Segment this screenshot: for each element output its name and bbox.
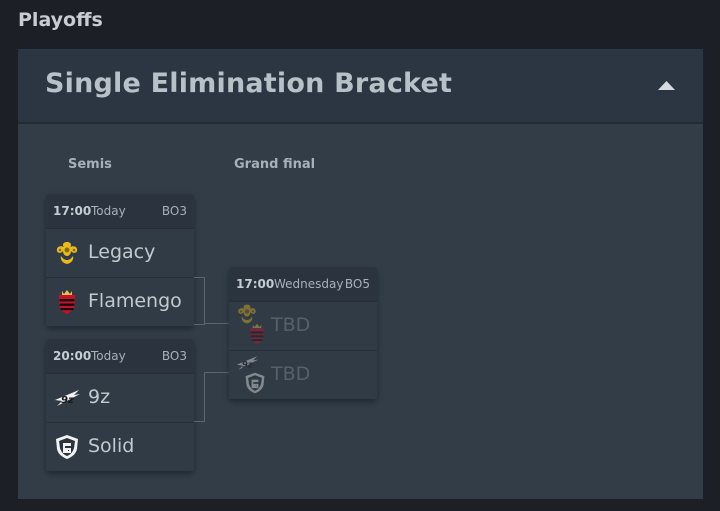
team-name: Flamengo	[88, 290, 182, 312]
bracket-connector	[194, 372, 205, 422]
team-name: Legacy	[88, 241, 156, 263]
match-day: Wednesday	[274, 277, 344, 291]
bracket-panel: Single Elimination Bracket Semis Grand f…	[18, 49, 703, 499]
bracket-connector	[204, 323, 229, 324]
match-header: 20:00 Today BO3	[46, 339, 194, 374]
round-label-grand-final: Grand final	[234, 157, 316, 172]
section-title: Playoffs	[18, 9, 103, 31]
bracket-connector	[204, 372, 229, 373]
solid-logo-icon	[53, 433, 81, 461]
caret-up-icon[interactable]	[658, 81, 675, 90]
match-card-semis-2[interactable]: 20:00 Today BO3 9z Solid	[46, 339, 194, 471]
match-time: 17:00	[236, 277, 275, 291]
team-row-tbd-2[interactable]: TBD	[229, 350, 377, 399]
team-row-flamengo[interactable]: Flamengo	[46, 277, 194, 326]
team-row-tbd-1[interactable]: TBD	[229, 302, 377, 350]
team-name: TBD	[271, 363, 311, 385]
team-name: TBD	[271, 314, 311, 336]
9z-logo-icon	[53, 384, 81, 412]
legacy-logo-icon	[53, 239, 81, 267]
match-format: BO3	[161, 204, 187, 218]
match-format: BO5	[344, 277, 370, 291]
team-row-solid[interactable]: Solid	[46, 422, 194, 471]
match-day: Today	[91, 349, 126, 363]
match-time: 17:00	[53, 204, 92, 218]
match-header: 17:00 Wednesday BO5	[229, 267, 377, 302]
9z-solid-logos-icon	[236, 356, 265, 394]
team-row-legacy[interactable]: Legacy	[46, 229, 194, 277]
match-format: BO3	[161, 349, 187, 363]
team-name: 9z	[88, 386, 111, 408]
match-header: 17:00 Today BO3	[46, 194, 194, 229]
flamengo-logo-icon	[53, 288, 81, 316]
bracket-connector	[194, 277, 205, 325]
round-label-semis: Semis	[68, 157, 112, 172]
match-card-semis-1[interactable]: 17:00 Today BO3 Legacy Flamengo	[46, 194, 194, 326]
match-time: 20:00	[53, 349, 92, 363]
team-name: Solid	[88, 435, 135, 457]
legacy-flamengo-logos-icon	[238, 304, 264, 345]
team-row-9z[interactable]: 9z	[46, 374, 194, 422]
panel-title: Single Elimination Bracket	[45, 68, 453, 99]
match-card-grand-final[interactable]: 17:00 Wednesday BO5 TBD TBD	[229, 267, 377, 399]
match-day: Today	[91, 204, 126, 218]
panel-header[interactable]: Single Elimination Bracket	[18, 49, 703, 124]
